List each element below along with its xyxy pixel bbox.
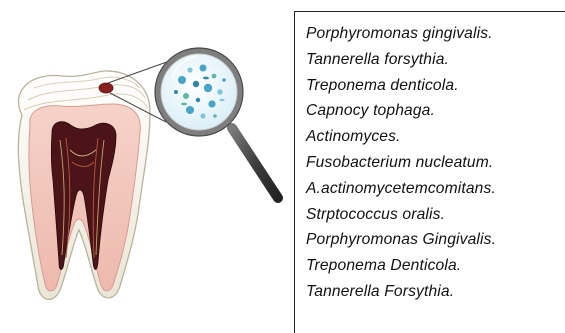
bacteria-item: Porphyromonas gingivalis. [306,21,565,47]
bacteria-item: Porphyromonas Gingivalis. [306,227,565,253]
tooth-cross-section-icon [18,71,150,299]
magnifier-handle [232,128,278,198]
bacteria-item: Capnocy tophaga. [306,98,565,124]
bacteria-item: A.actinomycetemcomitans. [306,176,565,202]
magnifier-lens [161,54,237,130]
bacteria-list-box: Porphyromonas gingivalis. Tannerella for… [294,11,565,333]
bacteria-item: Fusobacterium nucleatum. [306,150,565,176]
bacteria-item: Treponema denticola. [306,73,565,99]
bacteria-item: Actinomyces. [306,124,565,150]
carious-lesion-icon [99,83,113,93]
bacteria-item: Strptococcus oralis. [306,202,565,228]
magnifying-glass-icon [155,48,278,198]
bacteria-item: Tannerella forsythia. [306,47,565,73]
bacteria-item: Treponema Denticola. [306,253,565,279]
bacteria-item: Tannerella Forsythia. [306,279,565,305]
